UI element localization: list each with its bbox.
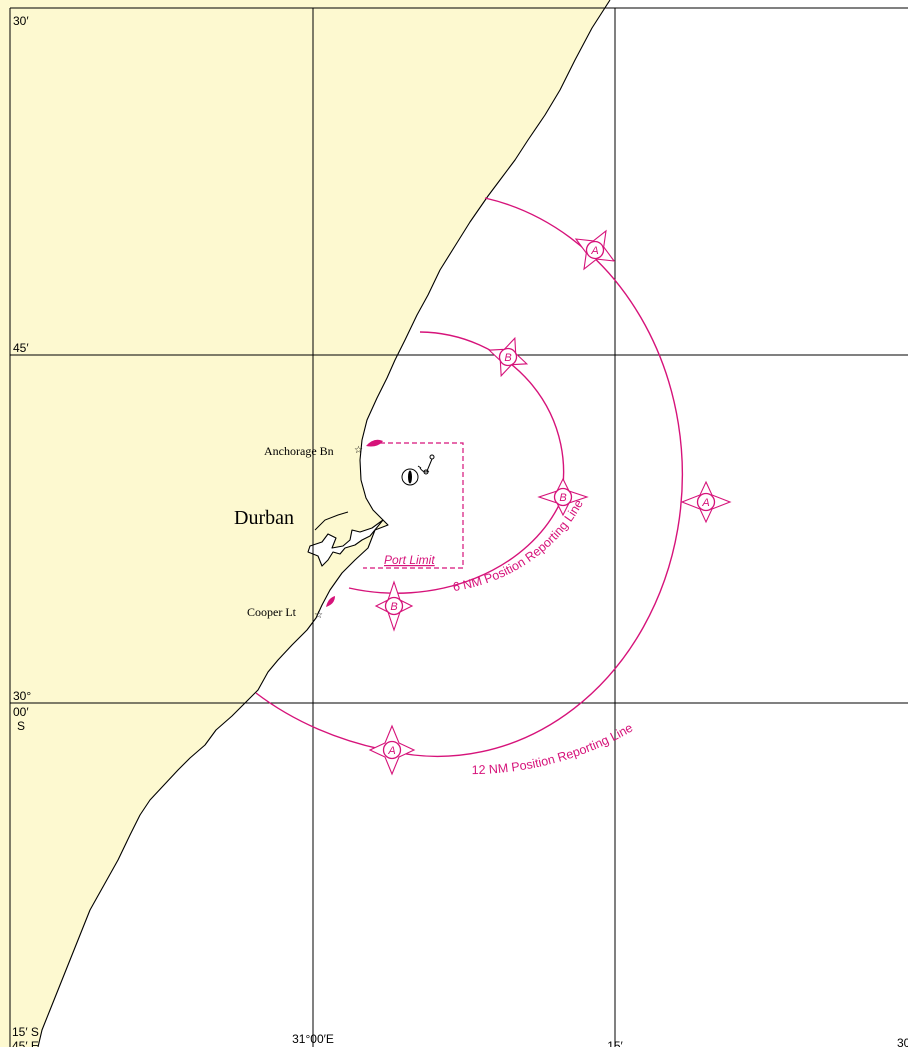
lat-label-hemi: S (17, 719, 25, 733)
port-limit-label: Port Limit (384, 553, 435, 567)
cooper-lt-label: Cooper Lt (247, 605, 297, 619)
cooper-light-flare-icon (326, 596, 335, 607)
marker-b-east: B (537, 477, 589, 517)
marker-b-south-label: B (390, 601, 397, 613)
marker-a-north: A (574, 229, 616, 271)
lon-label-center: 31°00′E (292, 1032, 334, 1046)
harbour-channel (314, 511, 349, 531)
marker-a-south: A (368, 724, 416, 776)
durban-label: Durban (234, 507, 294, 529)
anchorage-bn-label: Anchorage Bn (264, 444, 334, 458)
lat-label-min: 00′ (13, 705, 29, 719)
marker-a-east: A (680, 480, 732, 524)
lat-label-deg: 30° (13, 689, 31, 703)
land-area (0, 0, 610, 1047)
anchorage-light-flare-icon (366, 439, 383, 447)
marker-b-south: B (374, 580, 414, 632)
cooper-light-star-icon: ☆ (314, 610, 323, 621)
marker-a-south-label: A (387, 745, 395, 757)
lat-label-bottom-cut: 45′ E (12, 1039, 39, 1047)
lat-label-bottom: 15′ S (12, 1025, 39, 1039)
marker-b-east-label: B (559, 492, 566, 504)
lat-label-top: 30′ (13, 14, 29, 28)
marker-b-north-label: B (504, 352, 511, 364)
durban-harbour (307, 519, 384, 567)
lon-label-edge: 30 (897, 1036, 908, 1047)
marker-a-east-label: A (701, 497, 709, 509)
anchorage-beacon-star-icon: ☆ (354, 445, 363, 456)
marker-a-north-label: A (590, 245, 598, 257)
marker-b-north: B (487, 336, 529, 378)
lat-label-mid: 45′ (13, 341, 29, 355)
anchor-icon (417, 454, 435, 475)
lon-label-right: 15′ (607, 1039, 623, 1047)
pilot-buoy-icon (401, 468, 419, 486)
coastline (37, 0, 611, 1047)
port-limit-boundary (363, 442, 464, 569)
